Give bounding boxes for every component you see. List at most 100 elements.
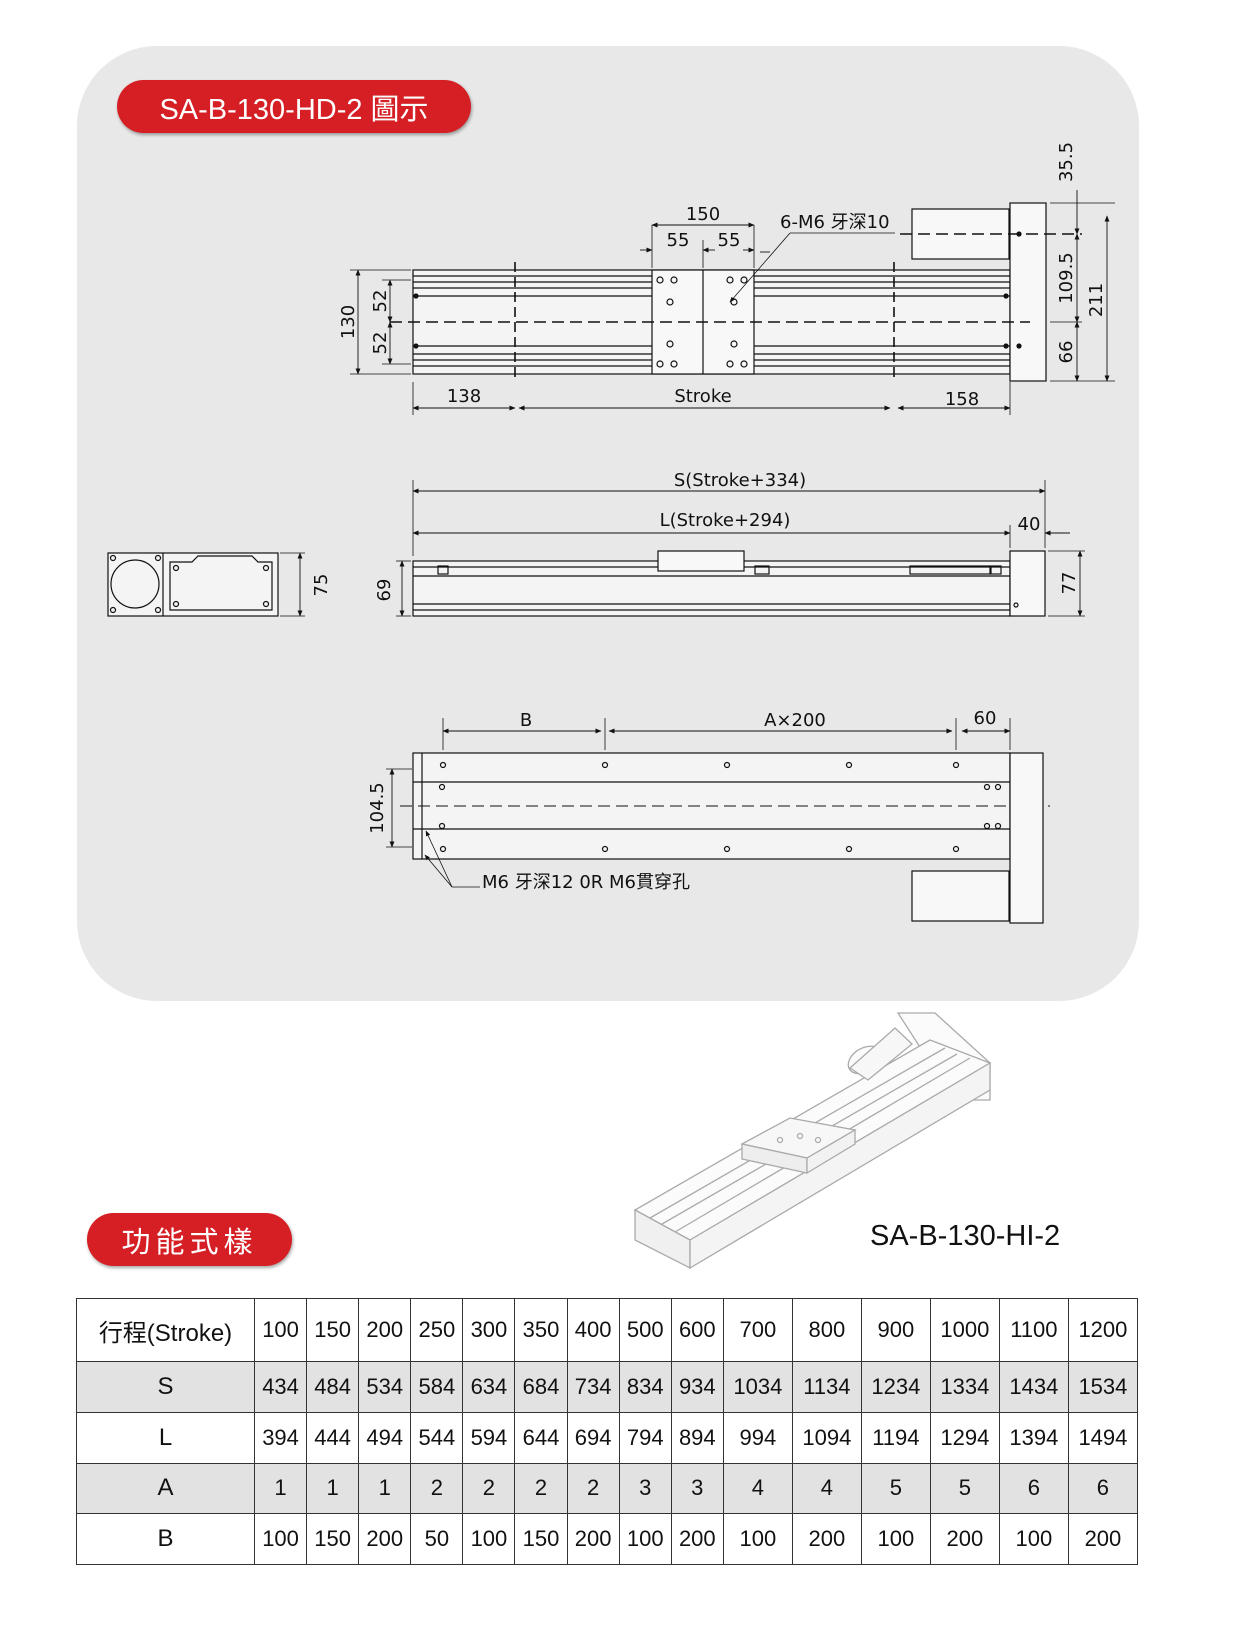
dim-35-5: 35.5 [1056,142,1077,182]
dim-60: 60 [974,708,997,729]
cell: 1 [253,1462,308,1515]
dim-52-top: 52 [370,290,391,313]
cell: 3 [670,1462,724,1515]
cell: 150 [306,1298,360,1362]
table-row: L 394 444 494 544 594 644 694 794 894 99… [76,1411,1139,1464]
side-view [396,480,1085,617]
table-row: S 434 484 534 584 634 684 734 834 934 10… [76,1361,1139,1413]
cell: 400 [566,1298,620,1362]
cell: 800 [791,1298,862,1362]
cell: 150 [306,1513,360,1565]
cell: 100 [253,1298,308,1362]
row-header: 行程(Stroke) [76,1298,255,1362]
cell: 834 [618,1361,672,1413]
cell: 1394 [998,1411,1069,1464]
table-row: B 100 150 200 50 100 150 200 100 200 100… [76,1513,1139,1565]
row-header: B [76,1513,255,1565]
cell: 394 [253,1411,308,1464]
row-header: A [76,1462,255,1515]
row-header: L [76,1411,255,1464]
dim-s: S(Stroke+334) [674,470,806,491]
cell: 734 [566,1361,620,1413]
dim-a-x-200: A×200 [764,710,826,731]
cell: 500 [618,1298,672,1362]
cell: 300 [462,1298,516,1362]
cell: 544 [410,1411,464,1464]
bottom-view-labels: B A×200 60 104.5 M6 牙深12 0R M6貫穿孔 [367,708,996,893]
spec-badge: 功能式樣 [87,1213,292,1266]
cell: 444 [306,1411,360,1464]
dim-40: 40 [1018,514,1041,535]
dim-b: B [520,710,532,731]
cell: 1000 [929,1298,1000,1362]
cell: 2 [566,1462,620,1515]
cell: 100 [722,1513,793,1565]
cell: 6 [1067,1462,1139,1515]
cell: 1434 [998,1361,1069,1413]
cell: 100 [860,1513,931,1565]
dim-55-left: 55 [667,230,690,251]
dim-stroke: Stroke [674,386,731,407]
cell: 1134 [791,1361,862,1413]
dim-52-bottom: 52 [370,332,391,355]
cell: 200 [358,1513,412,1565]
cell: 100 [998,1513,1069,1565]
cell: 694 [566,1411,620,1464]
dim-109-5: 109.5 [1056,252,1077,304]
end-view [107,552,305,617]
cell: 1294 [929,1411,1000,1464]
cell: 1 [306,1462,360,1515]
cell: 1100 [998,1298,1069,1362]
cell: 2 [462,1462,516,1515]
side-view-labels: S(Stroke+334) L(Stroke+294) 40 69 77 [374,470,1080,601]
dim-66: 66 [1056,341,1077,364]
cell: 5 [860,1462,931,1515]
cell: 350 [514,1298,568,1362]
cell: 894 [670,1411,724,1464]
cell: 200 [358,1298,412,1362]
cell: 484 [306,1361,360,1413]
cell: 2 [410,1462,464,1515]
cell: 1034 [722,1361,793,1413]
product-illustration [633,1012,992,1270]
cell: 600 [670,1298,724,1362]
cell: 4 [791,1462,862,1515]
cell: 1494 [1067,1411,1139,1464]
spec-table: 行程(Stroke) 100 150 200 250 300 350 400 5… [76,1298,1139,1565]
cell: 794 [618,1411,672,1464]
cell: 900 [860,1298,931,1362]
cell: 1200 [1067,1298,1139,1362]
dim-69: 69 [374,579,395,602]
cell: 50 [410,1513,464,1565]
cell: 200 [791,1513,862,1565]
cell: 100 [462,1513,516,1565]
cell: 100 [618,1513,672,1565]
cell: 250 [410,1298,464,1362]
cell: 200 [566,1513,620,1565]
cell: 1334 [929,1361,1000,1413]
dim-158: 158 [945,389,979,410]
dim-130: 130 [338,305,359,339]
cell: 6 [998,1462,1069,1515]
cell: 2 [514,1462,568,1515]
cell: 700 [722,1298,793,1362]
top-view-labels: 150 55 55 6-M6 牙深10 138 Stroke 158 130 5… [338,142,1107,410]
hole-note: M6 牙深12 0R M6貫穿孔 [482,872,690,893]
dim-138: 138 [447,386,481,407]
cell: 434 [253,1361,308,1413]
table-row: A 1 1 1 2 2 2 2 3 3 4 4 5 5 6 6 [76,1462,1139,1515]
dim-55-right: 55 [718,230,741,251]
cell: 634 [462,1361,516,1413]
thread-note: 6-M6 牙深10 [780,212,890,233]
cell: 684 [514,1361,568,1413]
cell: 100 [253,1513,308,1565]
cell: 534 [358,1361,412,1413]
top-view [350,190,1115,415]
cell: 4 [722,1462,793,1515]
dim-150: 150 [686,204,720,225]
cell: 594 [462,1411,516,1464]
cell: 1094 [791,1411,862,1464]
dim-77: 77 [1059,572,1080,595]
model-label: SA-B-130-HI-2 [870,1220,1061,1252]
